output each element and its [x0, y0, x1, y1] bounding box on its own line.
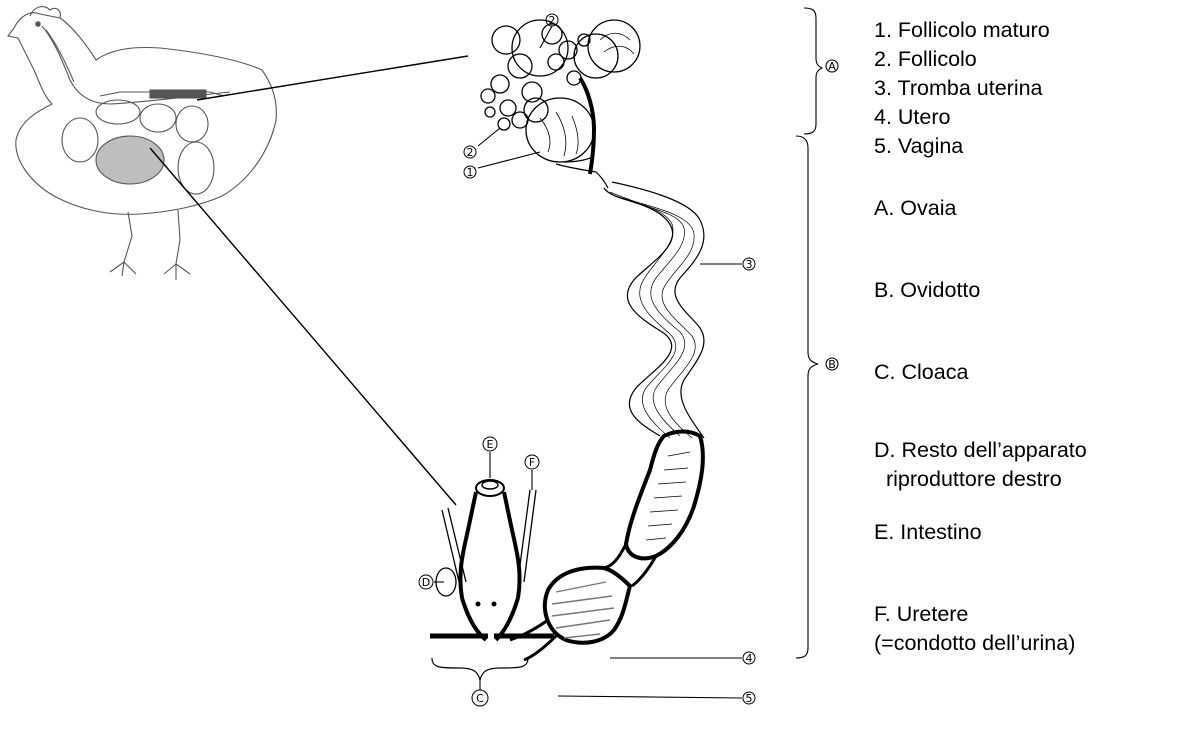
legend-item: C. Cloaca — [874, 358, 968, 387]
svg-text:3: 3 — [746, 258, 753, 271]
tromba-left-edge — [604, 188, 673, 436]
callout-5: 5 — [743, 692, 755, 705]
legend-item: 4. Utero — [874, 103, 950, 132]
svg-text:B: B — [828, 358, 836, 371]
callout-1: 1 — [464, 166, 476, 179]
magnum-segment — [626, 432, 703, 559]
svg-text:1: 1 — [467, 166, 474, 179]
legend-item: (=condotto dell’urina) — [874, 629, 1075, 658]
mature-follicle — [526, 98, 594, 162]
legend-item: 1. Follicolo maturo — [874, 16, 1050, 45]
legend-item: 3. Tromba uterina — [874, 74, 1043, 103]
bracket-A: A — [804, 8, 838, 134]
uterus — [545, 568, 630, 643]
svg-text:2: 2 — [549, 14, 556, 27]
bracket-B: B — [796, 136, 838, 658]
oviduct — [510, 156, 704, 660]
svg-text:E: E — [487, 438, 494, 451]
hen-illustration — [8, 7, 276, 280]
svg-text:F: F — [529, 456, 535, 469]
legend-item: A. Ovaia — [874, 194, 956, 223]
connector-lines — [150, 56, 468, 505]
callout-E: E — [483, 437, 497, 451]
callout-4: 4 — [743, 652, 755, 665]
svg-text:4: 4 — [746, 652, 753, 665]
callout-3: 3 — [743, 258, 755, 271]
legend-item: F. Uretere — [874, 600, 968, 629]
tromba-right-edge — [612, 182, 704, 438]
svg-text:5: 5 — [746, 692, 753, 705]
legend-item: E. Intestino — [874, 518, 982, 547]
legend-item: B. Ovidotto — [874, 276, 980, 305]
ovary-connector-line — [197, 56, 468, 100]
callout-D: D — [419, 575, 433, 589]
svg-text:C: C — [476, 692, 484, 705]
cloaca — [430, 480, 554, 680]
ovary-cluster — [481, 20, 640, 174]
callout-C: C — [472, 690, 488, 706]
legend-item: 2. Follicolo — [874, 45, 977, 74]
svg-text:D: D — [422, 576, 430, 589]
svg-text:A: A — [828, 60, 836, 73]
cloaca-connector-line — [150, 148, 456, 505]
legend-item: riproduttore destro — [886, 465, 1062, 494]
legend-item: D. Resto dell’apparato — [874, 436, 1087, 465]
svg-text:2: 2 — [467, 146, 474, 159]
callout-2-left: 2 — [464, 146, 476, 159]
callout-markers: 2 2 1 3 4 5 E F — [419, 14, 755, 706]
callout-F: F — [525, 455, 539, 469]
legend-item: 5. Vagina — [874, 132, 963, 161]
